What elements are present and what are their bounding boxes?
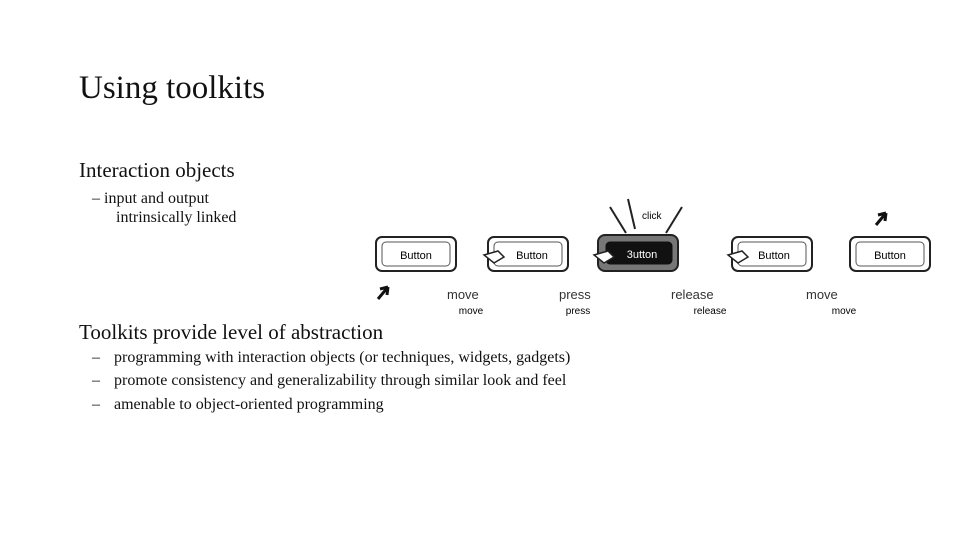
bullet-text: amenable to object-oriented programming — [114, 396, 384, 413]
bullet-programming: – programming with interaction objects (… — [92, 348, 570, 367]
button-idle-1: Button — [375, 236, 457, 272]
button-release: Button — [726, 236, 813, 272]
bullet-text: promote consistency and generalizability… — [114, 372, 567, 389]
hand-pointer-icon — [592, 250, 616, 264]
pressed-button-label: 3utton — [627, 249, 658, 261]
image-label-move-2: move — [832, 306, 857, 317]
button-label: Button — [516, 250, 548, 262]
cursor-arrow-icon — [376, 285, 390, 300]
slide-title: Using toolkits — [79, 70, 266, 106]
button-pressed: click 3utton — [592, 198, 683, 272]
bullet-text: programming with interaction objects (or… — [114, 349, 571, 366]
caption-move: move — [447, 287, 479, 302]
bullet-dash: – — [92, 396, 100, 413]
hand-pointer-icon — [726, 250, 750, 264]
click-text: click — [642, 211, 662, 222]
button-label: Button — [874, 250, 906, 262]
caption-release: release — [671, 287, 714, 302]
button-hover: Button — [482, 236, 569, 272]
button-label: Button — [758, 250, 790, 262]
bullet-dash: – — [92, 372, 100, 389]
button-interaction-diagram: Button Button click 3utton Button Button… — [375, 198, 931, 317]
image-label-move: move — [459, 306, 484, 317]
caption-move-2: move — [806, 287, 838, 302]
bullet-dash: – — [92, 349, 100, 366]
bullet-input-output: – input and output — [92, 190, 209, 207]
image-label-release: release — [694, 306, 727, 317]
hand-pointer-icon — [482, 250, 506, 264]
bullet-consistency: – promote consistency and generalizabili… — [92, 371, 566, 390]
cursor-arrow-icon — [874, 211, 888, 226]
toolkits-heading: Toolkits provide level of abstraction — [79, 320, 384, 344]
image-label-press: press — [566, 306, 590, 317]
button-label: Button — [400, 250, 432, 262]
bullet-oop: – amenable to object-oriented programmin… — [92, 395, 384, 414]
caption-press: press — [559, 287, 591, 302]
bullet-intrinsically-linked: intrinsically linked — [116, 209, 237, 226]
interaction-objects-heading: Interaction objects — [79, 158, 235, 182]
button-idle-2: Button — [849, 236, 931, 272]
